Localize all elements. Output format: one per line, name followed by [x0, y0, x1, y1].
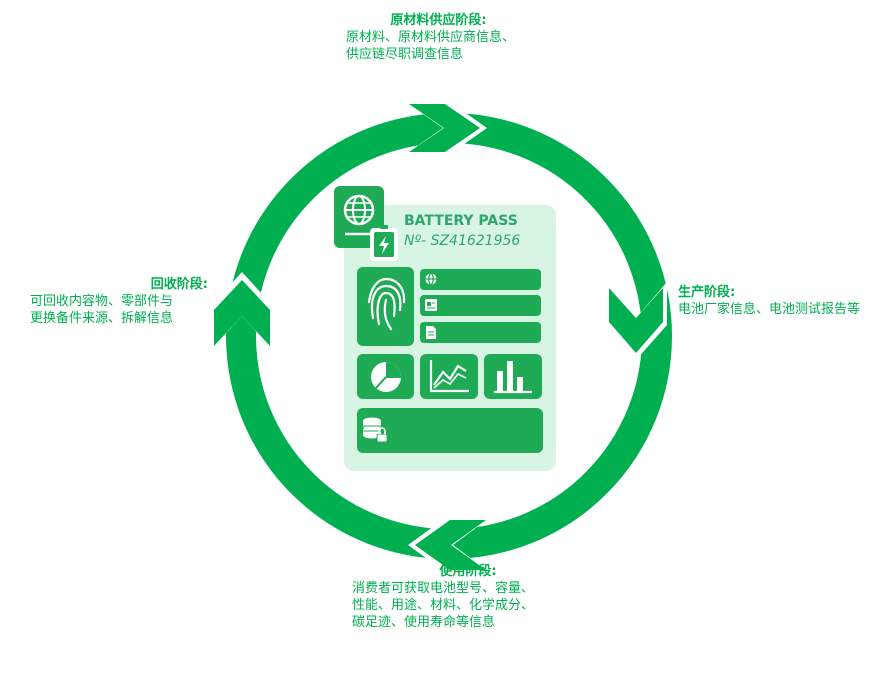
stage-use-title: 使用阶段:: [439, 564, 497, 579]
arrow-left-icon: [209, 272, 275, 352]
stage-use-body: 消费者可获取电池型号、容量、 性能、用途、材料、化学成分、 碳足迹、使用寿命等信…: [352, 581, 535, 630]
stage-raw-material: 原材料供应阶段: 原材料、原材料供应商信息、 供应链尽职调查信息: [346, 12, 586, 63]
info-row-globe: [420, 269, 541, 290]
info-row-document: [420, 322, 541, 343]
stage-production-body: 电池厂家信息、电池测试报告等: [678, 302, 861, 317]
battery-charge-icon: [370, 225, 398, 261]
stage-recycling-title: 回收阶段:: [150, 277, 208, 292]
line-chart-icon: [420, 354, 478, 399]
stage-recycling: 回收阶段: 可回收内容物、零部件与 更换备件来源、拆解信息: [30, 276, 230, 327]
arrow-bottom-icon: [408, 516, 492, 574]
stage-recycling-body: 可回收内容物、零部件与 更换备件来源、拆解信息: [30, 294, 174, 326]
id-card-icon: [425, 299, 437, 311]
arrow-top-icon: [403, 100, 487, 156]
battery-passport-card: BATTERY PASS Nº- SZ41621956: [334, 186, 556, 471]
stage-raw-material-title: 原材料供应阶段:: [390, 13, 487, 28]
passport-number: Nº- SZ41621956: [404, 233, 520, 249]
arrow-right-icon: [605, 282, 667, 360]
bar-chart-icon: [484, 354, 542, 399]
fingerprint-icon: [357, 267, 414, 346]
info-row-id-card: [420, 295, 541, 316]
document-icon: [426, 326, 436, 339]
stage-production: 生产阶段: 电池厂家信息、电池测试报告等: [678, 284, 883, 318]
stage-raw-material-body: 原材料、原材料供应商信息、 供应链尽职调查信息: [346, 30, 516, 62]
database-lock-icon: [357, 408, 543, 453]
passport-title: BATTERY PASS: [404, 213, 518, 229]
stage-production-title: 生产阶段:: [678, 285, 736, 300]
pie-chart-icon: [357, 354, 414, 399]
stage-use: 使用阶段: 消费者可获取电池型号、容量、 性能、用途、材料、化学成分、 碳足迹、…: [352, 563, 592, 631]
